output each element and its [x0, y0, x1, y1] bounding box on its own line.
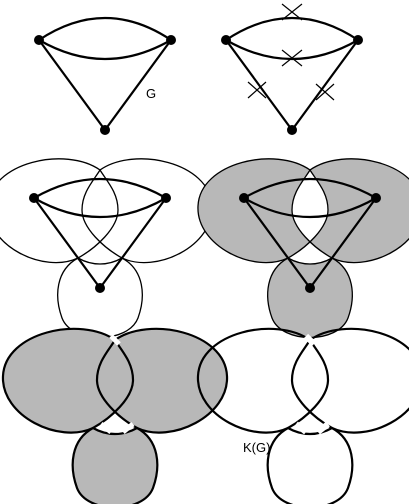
medial-curve-panel	[0, 158, 213, 339]
edge-cross-marks	[247, 3, 335, 101]
knot-panel	[196, 327, 409, 504]
graph-g-panel	[34, 16, 176, 135]
graph-label: G	[146, 86, 156, 101]
knot-label: K(G)	[243, 440, 270, 455]
shaded-medial-panel	[197, 158, 409, 339]
shaded-knot-panel	[1, 327, 229, 504]
graph-marked-panel	[221, 3, 363, 135]
